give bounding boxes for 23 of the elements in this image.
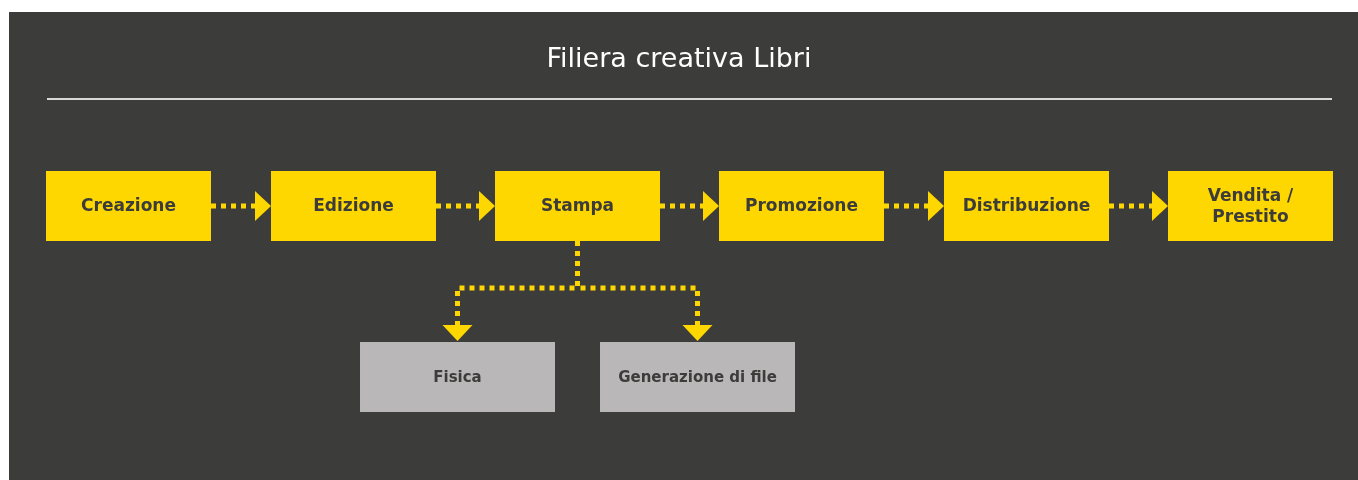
- box-label: Fisica: [433, 367, 482, 387]
- dotted-arrow: [436, 191, 495, 221]
- dotted-arrow: [1109, 191, 1168, 221]
- box-label: Edizione: [313, 195, 394, 217]
- process-box: [944, 171, 1109, 241]
- process-box: [719, 171, 884, 241]
- box-label: Distribuzione: [962, 195, 1091, 217]
- box-label: Stampa: [540, 195, 615, 217]
- box-label: Generazione di file: [618, 367, 777, 387]
- dotted-arrow: [211, 191, 271, 221]
- process-box: [495, 171, 660, 241]
- box-label: Creazione: [81, 195, 176, 217]
- dotted-arrow: [884, 191, 944, 221]
- process-box: [360, 342, 555, 412]
- process-box: [271, 171, 436, 241]
- box-label: Vendita / Prestito: [1206, 184, 1295, 228]
- diagram-title: Filiera creativa Libri: [546, 41, 812, 75]
- dotted-arrow: [660, 191, 719, 221]
- box-label: Promozione: [745, 195, 858, 217]
- process-box: [1168, 171, 1333, 241]
- dotted-arrow: [575, 241, 713, 341]
- process-box: [600, 342, 795, 412]
- process-box: [46, 171, 211, 241]
